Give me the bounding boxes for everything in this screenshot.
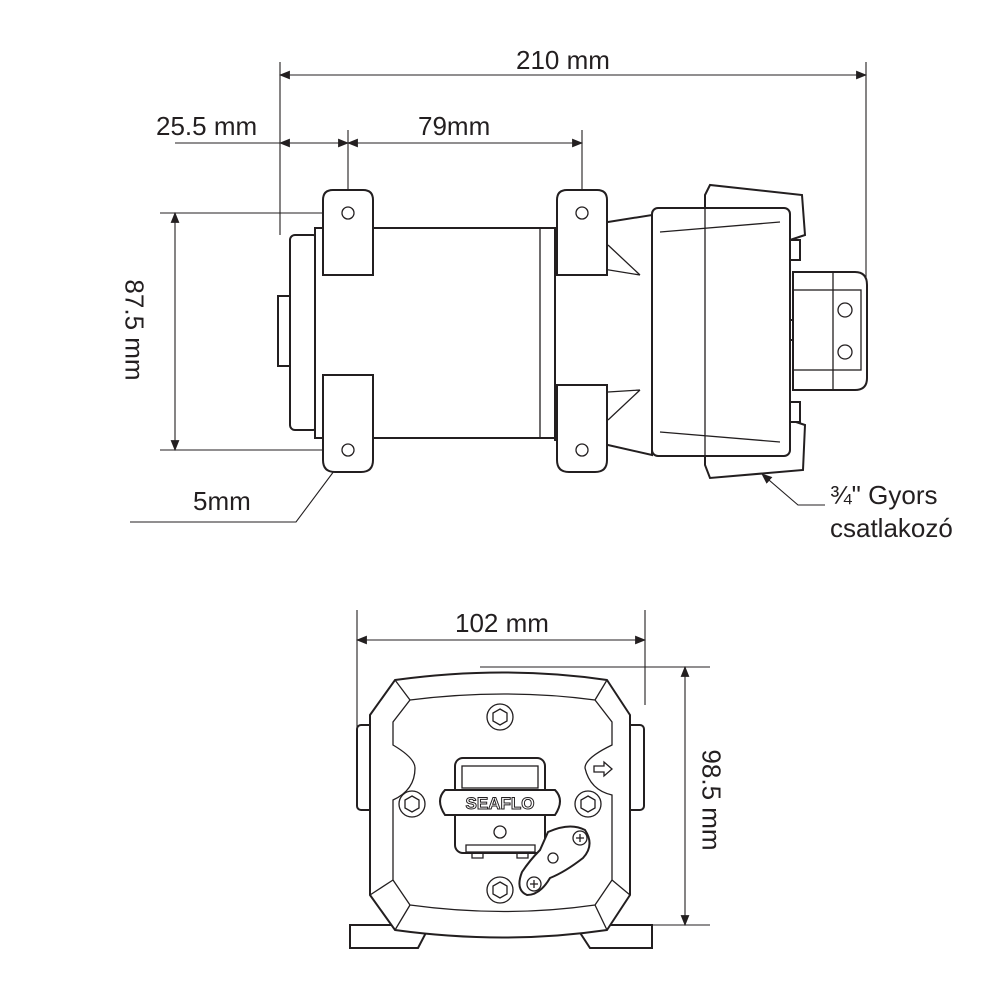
dim-label-hole-diameter: 5mm (193, 486, 251, 516)
side-view-dimensions (130, 62, 868, 523)
seaflo-logo: SEAFLO (466, 794, 535, 813)
dim-label-overall-length: 210 mm (516, 45, 610, 75)
connector-label-line2: csatlakozó (830, 513, 953, 543)
dim-label-mount-height: 87.5 mm (119, 279, 150, 381)
flow-arrow-icon (593, 760, 613, 778)
dim-label-end-height: 98.5 mm (696, 749, 727, 851)
dim-label-mount-spacing: 79mm (418, 111, 491, 141)
hole-leader (130, 454, 347, 523)
pump-end-view: SEAFLO (349, 671, 653, 949)
dim-label-end-to-mount: 25.5 mm (156, 111, 258, 141)
dim-label-end-width: 102 mm (455, 608, 549, 638)
pump-side-view (277, 183, 868, 480)
connector-leader (761, 473, 825, 506)
end-view-dimensions (355, 610, 710, 927)
connector-label-line1: ¾" Gyors (830, 480, 938, 510)
